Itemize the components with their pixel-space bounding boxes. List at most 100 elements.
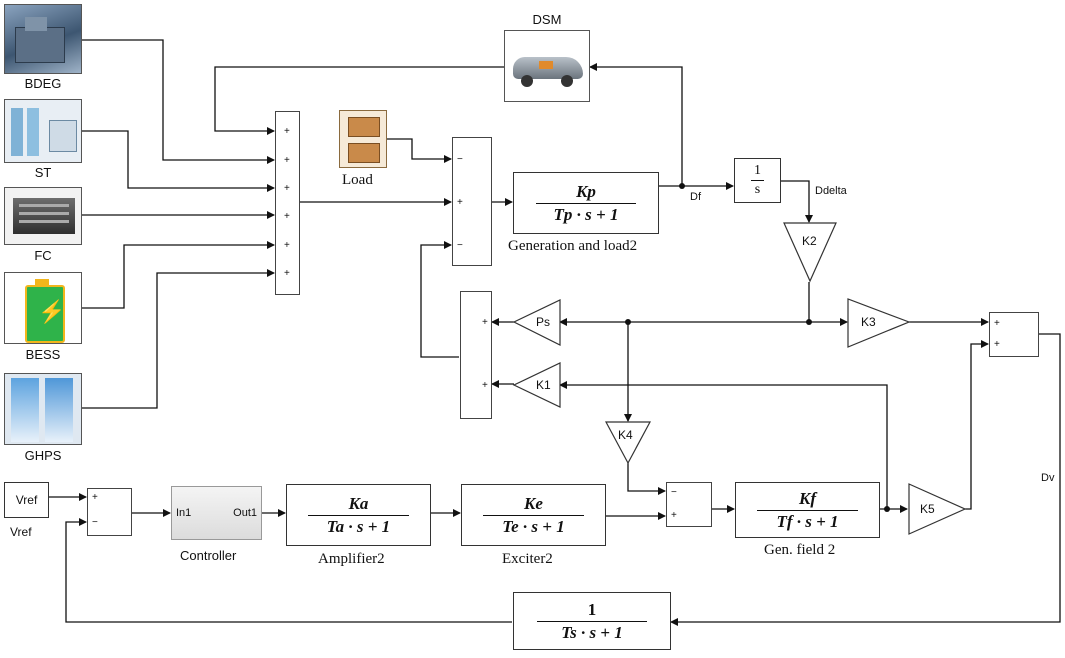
wire-dv: [670, 333, 1061, 626]
tf-numerator: 1: [754, 163, 761, 178]
integrator-block[interactable]: 1 s: [734, 158, 781, 203]
gen-field-label: Gen. field 2: [764, 542, 836, 558]
k4-triangle: [604, 421, 652, 465]
junction-ps: [625, 319, 631, 325]
gen-field-tf[interactable]: Kf Tf · s + 1: [735, 482, 880, 538]
tf-denominator: Ta · s + 1: [326, 516, 391, 536]
k2-gain[interactable]: K2: [802, 234, 817, 248]
ddelta-signal-label: Ddelta: [815, 185, 847, 197]
sign: +: [284, 183, 290, 194]
sign: +: [457, 197, 463, 208]
sign: +: [284, 240, 290, 251]
wire-df-dsm: [589, 63, 683, 186]
k1-gain[interactable]: K1: [536, 378, 551, 392]
st-image[interactable]: [4, 99, 82, 163]
bdeg-label: BDEG: [24, 76, 62, 91]
vref-sum[interactable]: + −: [87, 488, 132, 536]
controller-out-port: Out1: [233, 507, 257, 519]
generation-load-label: Generation and load2: [508, 238, 638, 254]
vref-block[interactable]: Vref: [4, 482, 49, 518]
amplifier-label: Amplifier2: [318, 551, 385, 567]
fc-label: FC: [34, 248, 52, 263]
wire-ddelta: [781, 180, 813, 223]
exciter-label: Exciter2: [502, 551, 553, 567]
k4-gain[interactable]: K4: [618, 428, 633, 442]
tf-numerator: Kp: [576, 181, 596, 201]
fc-image[interactable]: [4, 187, 82, 245]
wire-bess: [82, 241, 275, 309]
wire-bdeg: [82, 39, 275, 164]
k5-gain[interactable]: K5: [920, 502, 935, 516]
k5-triangle: [908, 483, 967, 535]
sign: +: [994, 339, 1000, 350]
feedback-sum[interactable]: + +: [460, 291, 492, 419]
bess-image[interactable]: ⚡: [4, 272, 82, 344]
junction-kf: [884, 506, 890, 512]
sign: −: [671, 487, 677, 498]
wire-k4-out: [627, 463, 666, 495]
wire-st: [82, 130, 275, 192]
sign: +: [994, 318, 1000, 329]
k1-triangle: [512, 362, 561, 408]
voltage-output-sum[interactable]: + +: [989, 312, 1039, 357]
generation-load-tf[interactable]: Kp Tp · s + 1: [513, 172, 659, 234]
tf-denominator: Ts · s + 1: [561, 622, 623, 642]
ghps-label: GHPS: [24, 448, 62, 463]
sign: +: [482, 380, 488, 391]
vref-block-text: Vref: [15, 493, 38, 507]
junction-df: [679, 183, 685, 189]
dsm-image[interactable]: [504, 30, 590, 102]
sign: +: [671, 510, 677, 521]
ps-triangle: [512, 299, 561, 346]
sign: −: [457, 240, 463, 251]
source-sum[interactable]: + + + + + +: [275, 111, 300, 295]
vref-label: Vref: [10, 525, 32, 539]
tf-denominator: Tp · s + 1: [553, 204, 619, 224]
wire-kf-k1: [559, 381, 888, 509]
sign: −: [92, 517, 98, 528]
controller-label: Controller: [180, 548, 237, 563]
tf-numerator: Kf: [799, 488, 816, 508]
k3-gain[interactable]: K3: [861, 315, 876, 329]
sign: +: [284, 155, 290, 166]
dv-signal-label: Dv: [1041, 472, 1055, 484]
k2-triangle: [783, 222, 837, 283]
st-label: ST: [34, 165, 52, 180]
amplifier-tf[interactable]: Ka Ta · s + 1: [286, 484, 431, 546]
tf-numerator: Ke: [524, 493, 543, 513]
sign: +: [482, 317, 488, 328]
wire-k5-out: [965, 340, 989, 510]
controller-subsystem[interactable]: In1 Out1: [171, 486, 262, 540]
sign: −: [457, 154, 463, 165]
sign: +: [284, 211, 290, 222]
df-signal-label: Df: [690, 191, 701, 203]
tf-numerator: 1: [587, 599, 597, 619]
tf-denominator: Tf · s + 1: [776, 511, 839, 531]
field-sum[interactable]: − +: [666, 482, 712, 527]
load-image[interactable]: [339, 110, 387, 168]
tf-denominator: Te · s + 1: [502, 516, 565, 536]
load-label: Load: [342, 172, 373, 188]
wire-dsm-out: [214, 66, 504, 135]
wire-sum3-out: [420, 241, 459, 358]
k3-triangle: [847, 298, 911, 348]
bdeg-image[interactable]: [4, 4, 82, 74]
wire-sensor-out: [65, 518, 512, 623]
sign: +: [284, 268, 290, 279]
tf-denominator: s: [754, 182, 761, 197]
sign: +: [92, 492, 98, 503]
ps-gain[interactable]: Ps: [536, 315, 551, 329]
dsm-label: DSM: [532, 12, 562, 27]
bess-label: BESS: [25, 347, 61, 362]
junction-k2: [806, 319, 812, 325]
power-balance-sum[interactable]: − + −: [452, 137, 492, 266]
tf-numerator: Ka: [348, 493, 369, 513]
ghps-image[interactable]: [4, 373, 82, 445]
exciter-tf[interactable]: Ke Te · s + 1: [461, 484, 606, 546]
wire-ghps: [82, 269, 275, 409]
sensor-tf[interactable]: 1 Ts · s + 1: [513, 592, 671, 650]
controller-in-port: In1: [176, 507, 192, 519]
wire-load: [387, 138, 452, 163]
sign: +: [284, 126, 290, 137]
